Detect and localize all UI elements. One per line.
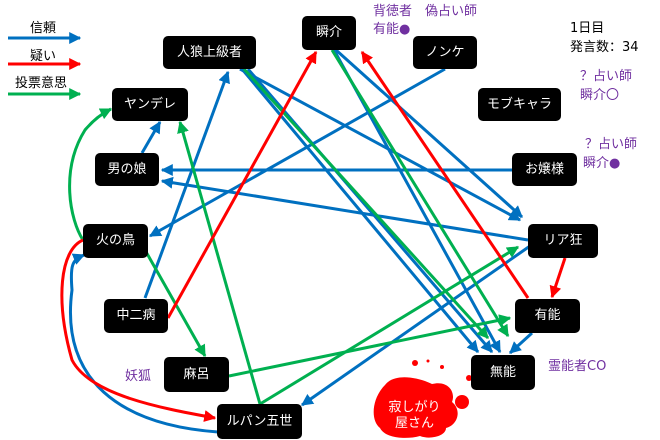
arrow-doubt-yuno-to-shunsuke xyxy=(360,51,530,299)
arrow-trust-shunsuke-to-riakyo xyxy=(334,48,524,219)
arrow-vote-lupin-to-riakyo xyxy=(259,245,520,406)
note-ojou-role: ？占い師 xyxy=(585,137,638,152)
node-jinro: 人狼上級者 xyxy=(163,36,256,69)
node-maro: 麻呂 xyxy=(164,357,229,392)
arrow-vote-shunsuke-to-yuno xyxy=(330,49,510,338)
arrow-trust-jinro-to-muno xyxy=(240,68,480,353)
node-chuni: 中二病 xyxy=(104,299,168,333)
arrow-trust-otoko-to-yandere xyxy=(140,120,162,154)
arrow-trust-riakyo-to-otoko xyxy=(160,176,529,242)
day-label: 1日目 xyxy=(570,21,605,36)
node-yuno: 有能 xyxy=(515,299,580,333)
node-sabishi: 寂しがり屋さん xyxy=(388,399,441,431)
node-otoko: 男の娘 xyxy=(95,153,159,186)
node-riakyo: リア狂 xyxy=(528,224,598,258)
legend-vote-label: 投票意思 xyxy=(15,76,68,91)
arrow-vote-lupin-to-yandere xyxy=(177,120,262,405)
legend-trust-label: 信頼 xyxy=(30,21,57,36)
note-ojou-result: 瞬介● xyxy=(583,156,621,171)
arrow-doubt-hinotori-to-lupin xyxy=(60,238,217,422)
post-count: 発言数：34 xyxy=(570,40,639,55)
node-ojou: お嬢様 xyxy=(512,153,577,186)
legend-doubt-label: 疑い xyxy=(30,49,57,64)
arrow-doubt-chuni-to-shunsuke xyxy=(166,50,318,319)
node-yandere: ヤンデレ xyxy=(112,88,188,121)
note-mob-result: 瞬介〇 xyxy=(580,88,620,103)
note-muno-role: 霊能者CO xyxy=(548,359,607,374)
note-shunsuke-role: 背徳者 偽占い師 xyxy=(373,4,478,19)
arrow-doubt-riakyo-to-yuno xyxy=(549,257,567,299)
arrow-vote-jinro-to-yuno xyxy=(242,67,490,340)
note-shunsuke-result: 有能● xyxy=(373,22,411,37)
arrow-trust-riakyo-to-lupin xyxy=(301,244,531,407)
arrow-trust-yuno-to-muno xyxy=(508,331,534,355)
arrow-trust-jinro-to-riakyo xyxy=(239,67,522,222)
node-shunsuke: 瞬介 xyxy=(302,16,356,50)
node-nonke: ノンケ xyxy=(413,36,477,69)
arrow-trust-nonke-to-hinotori xyxy=(148,67,446,238)
node-mob: モブキャラ xyxy=(478,88,561,121)
node-lupin: ルパン五世 xyxy=(217,404,302,439)
note-mob-role: ？占い師 xyxy=(580,69,633,84)
node-muno: 無能 xyxy=(471,355,535,390)
node-hinotori: 火の鳥 xyxy=(83,224,148,258)
note-maro-role: 妖狐 xyxy=(125,369,152,384)
arrow-vote-maro-to-yuno xyxy=(228,314,512,378)
arrow-vote-hinotori-to-yandere xyxy=(68,107,113,241)
arrow-trust-lupin-to-hinotori xyxy=(69,253,219,434)
